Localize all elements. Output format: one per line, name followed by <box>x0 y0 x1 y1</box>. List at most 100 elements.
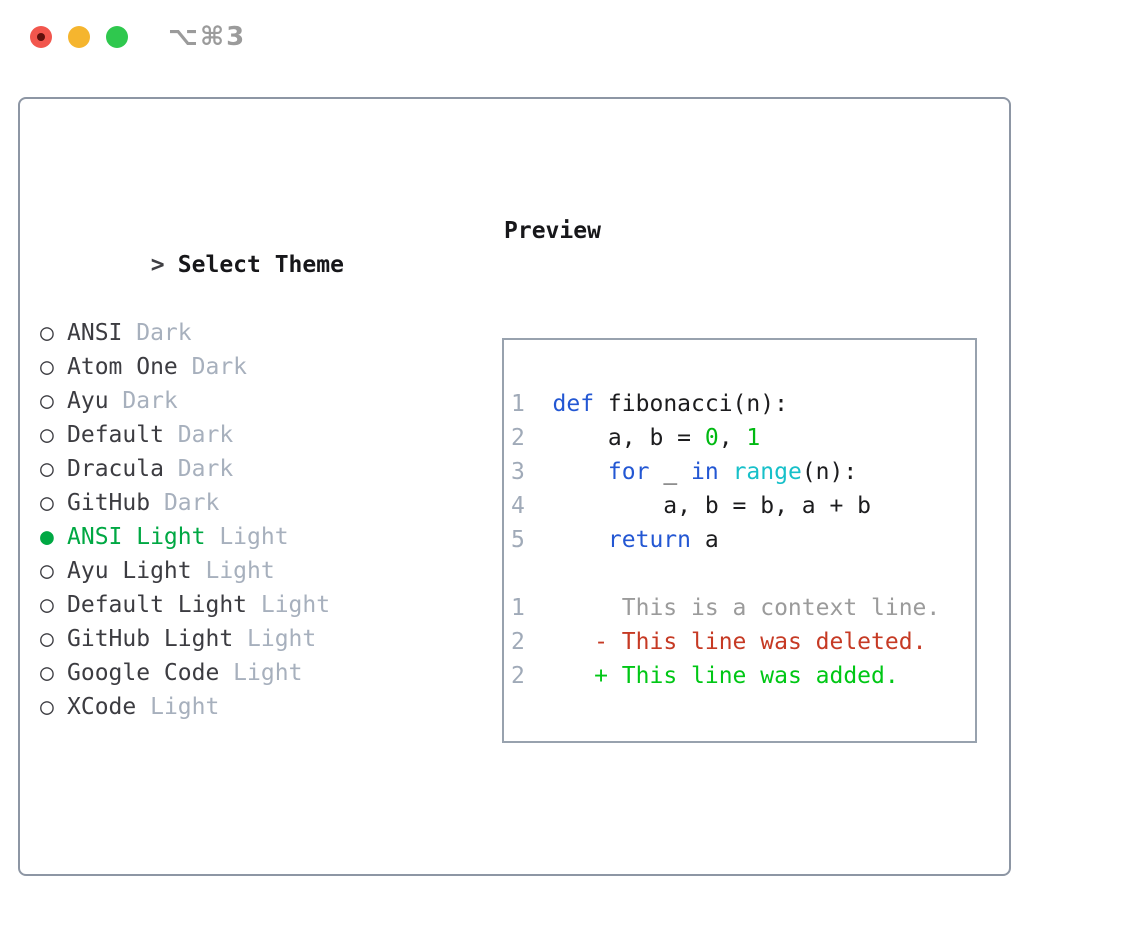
line-number: 5 <box>511 527 525 553</box>
theme-option-dracula[interactable]: ○ Dracula Dark <box>40 452 428 486</box>
zoom-button[interactable] <box>106 26 128 48</box>
theme-name: Default Light <box>67 592 248 618</box>
theme-variant-badge: Light <box>219 660 303 686</box>
theme-picker-panel: > Select Theme ○ ANSI Dark ○ Atom One Dark ○ A… <box>18 97 1011 934</box>
theme-variant-badge: Dark <box>122 320 192 346</box>
theme-option-default-light[interactable]: ○ Default Light Light <box>40 588 428 622</box>
code-token: a <box>691 527 719 553</box>
theme-name: Default <box>67 422 164 448</box>
theme-variant-badge: Dark <box>108 388 178 414</box>
theme-variant-badge: Dark <box>150 490 220 516</box>
theme-name: Dracula <box>67 456 164 482</box>
theme-option-github-light[interactable]: ○GitHub Light Light <box>40 622 428 656</box>
line-number: 1 <box>511 391 525 417</box>
code-token: , <box>718 425 747 451</box>
theme-option-ansi-light[interactable]: ● ANSI Light Light <box>40 520 428 554</box>
radio-icon: ○ <box>40 558 54 584</box>
theme-option-atom-one[interactable]: ○ Atom One Dark <box>40 350 428 384</box>
theme-variant-badge: Dark <box>163 422 234 448</box>
indent <box>151 928 178 934</box>
preview-code-line: 1 def fibonacci(n): <box>511 387 975 421</box>
theme-name: Ayu Light <box>67 558 192 584</box>
theme-name: Atom One <box>67 354 178 380</box>
code-token: in <box>691 459 719 485</box>
code-token: a, b = <box>552 425 705 451</box>
apply-to-label: Apply To <box>178 932 289 934</box>
code-token: def <box>552 391 595 417</box>
theme-list-column: > Select Theme ○ ANSI Dark ○ Atom One Dark ○ A… <box>40 146 428 934</box>
theme-option-ansi[interactable]: ○ ANSI Dark <box>40 316 428 350</box>
theme-variant-badge: Light <box>191 558 275 584</box>
theme-option-ayu-light[interactable]: ○ Ayu Light Light <box>40 554 428 588</box>
title-bar: ⌥⌘3 <box>0 0 1140 72</box>
line-number: 2 <box>511 425 525 451</box>
radio-icon: ○ <box>40 354 54 380</box>
theme-option-xcode[interactable]: ○ XCode Light <box>40 690 428 724</box>
theme-variant-badge: Dark <box>177 354 248 380</box>
code-token <box>553 629 595 655</box>
theme-option-ayu[interactable]: ○ Ayu Dark <box>40 384 428 418</box>
theme-name: ANSI <box>67 320 123 346</box>
theme-option-github[interactable]: ○GitHub Dark <box>40 486 428 520</box>
code-token: _ <box>649 459 692 485</box>
line-number: 3 <box>511 459 525 485</box>
preview-blank-line <box>511 557 975 591</box>
prompt-icon: > <box>150 252 165 278</box>
preview-code-line: 4 a, b = b, a + b <box>511 489 975 523</box>
code-token: (n): <box>801 459 858 485</box>
preview-code-line: 3 for _ in range(n): <box>511 455 975 489</box>
theme-name: XCode <box>67 694 137 720</box>
radio-icon: ○ <box>40 694 54 720</box>
code-token: for <box>607 459 650 485</box>
radio-icon: ○ <box>40 388 54 414</box>
select-theme-header: > Select Theme <box>40 214 428 278</box>
code-token: - This line was deleted. <box>594 629 927 655</box>
radio-icon: ○ <box>40 320 54 346</box>
radio-icon: ○ <box>40 660 54 686</box>
line-number: 4 <box>511 493 525 519</box>
spacer <box>40 792 428 826</box>
theme-variant-badge: Light <box>247 592 331 618</box>
theme-list: ○ ANSI Dark ○ Atom One Dark ○ Ayu Dark ○ Defaul… <box>40 316 428 724</box>
radio-selected-icon: ● <box>40 524 54 550</box>
line-number: 2 <box>511 663 525 689</box>
preview-code-line: 2 + This line was added. <box>511 659 975 693</box>
code-token: + This line was added. <box>594 663 899 689</box>
code-token: 1 <box>746 425 761 451</box>
theme-name: Ayu <box>67 388 109 414</box>
code-token: 0 <box>704 425 719 451</box>
radio-icon: ○ <box>40 592 54 618</box>
code-token: fibonacci(n): <box>594 391 788 417</box>
apply-to-header: Apply To <box>40 894 428 934</box>
code-token: range <box>732 459 802 485</box>
theme-option-default[interactable]: ○ Default Dark <box>40 418 428 452</box>
radio-icon: ○ <box>40 490 54 516</box>
preview-code-line: 5 return a <box>511 523 975 557</box>
code-token: This is a context line. <box>552 595 941 621</box>
preview-code-line: 2 - This line was deleted. <box>511 625 975 659</box>
code-token <box>553 527 608 553</box>
code-token <box>553 663 595 689</box>
radio-icon: ○ <box>40 422 54 448</box>
radio-icon: ○ <box>40 456 54 482</box>
minimize-button[interactable] <box>68 26 90 48</box>
preview-header: Preview <box>504 218 601 244</box>
close-button[interactable] <box>30 26 52 48</box>
theme-variant-badge: Light <box>205 524 289 550</box>
code-token <box>553 459 608 485</box>
preview-code-line: 2 a, b = 0, 1 <box>511 421 975 455</box>
theme-option-google-code[interactable]: ○ Google Code Light <box>40 656 428 690</box>
preview-code-line: 1 This is a context line. <box>511 591 975 625</box>
code-token: a, b = b, a + b <box>552 493 872 519</box>
line-number: 1 <box>511 595 525 621</box>
theme-variant-badge: Light <box>136 694 220 720</box>
theme-name: ANSI Light <box>67 524 206 550</box>
code-token: return <box>607 527 692 553</box>
code-token <box>719 459 733 485</box>
select-theme-label: Select Theme <box>177 252 344 278</box>
theme-name: Google Code <box>67 660 220 686</box>
theme-variant-badge: Dark <box>163 456 234 482</box>
